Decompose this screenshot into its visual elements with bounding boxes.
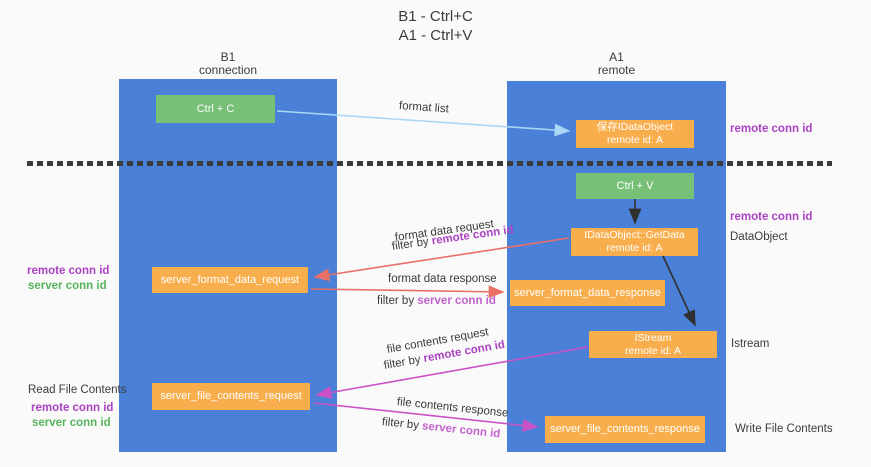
server-file-contents-response-label: server_file_contents_response xyxy=(550,423,700,435)
diagram-title-line1: B1 - Ctrl+C xyxy=(398,8,473,25)
write-file-contents-label: Write File Contents xyxy=(735,423,833,435)
idataobject-getdata-box: IDataObject::GetData remote id: A xyxy=(571,228,698,256)
server-conn-id-inline: server conn id xyxy=(417,295,496,307)
lifeline-a1-type: remote xyxy=(597,63,636,77)
server-file-contents-response-box: server_file_contents_response xyxy=(545,416,705,443)
remote-conn-id-top-label: remote conn id xyxy=(730,123,813,135)
ctrl-v-label: Ctrl + V xyxy=(616,179,654,192)
left-remote-conn-id-2: remote conn id xyxy=(31,402,114,414)
remote-conn-id-mid-label: remote conn id xyxy=(730,211,813,223)
filter-prefix: filter by xyxy=(382,353,425,372)
filter-by-server-conn-label-1: filter by server conn id xyxy=(377,295,496,307)
server-conn-id-inline: server conn id xyxy=(421,420,501,441)
ctrl-c-box: Ctrl + C xyxy=(156,95,275,123)
save-idataobject-line2: remote id: A xyxy=(606,134,664,146)
read-file-contents-label: Read File Contents xyxy=(28,384,127,396)
diagram-title-line2: A1 - Ctrl+V xyxy=(398,27,473,44)
dataobject-label: DataObject xyxy=(730,231,788,243)
lifeline-a1-name: A1 xyxy=(609,50,624,64)
file-contents-response-arrow-label: file contents response xyxy=(396,396,509,420)
ctrl-v-box: Ctrl + V xyxy=(576,173,694,199)
format-list-arrow-label: format list xyxy=(398,100,450,116)
server-format-data-response-box: server_format_data_response xyxy=(510,280,665,306)
filter-prefix: filter by xyxy=(377,295,418,307)
save-idataobject-line1: 保存IDataObject xyxy=(596,121,674,133)
left-remote-conn-id-1: remote conn id xyxy=(27,265,110,277)
left-server-conn-id-2: server conn id xyxy=(32,417,111,429)
lifeline-b1-header: B1 connection xyxy=(119,51,337,77)
filter-by-server-conn-label-2: filter by server conn id xyxy=(381,416,500,440)
lifeline-b1-type: connection xyxy=(198,63,258,77)
format-data-response-arrow-label: format data response xyxy=(388,273,497,285)
ctrl-c-label: Ctrl + C xyxy=(196,102,235,115)
format-data-response-arrow xyxy=(310,285,505,299)
server-format-data-request-box: server_format_data_request xyxy=(152,267,308,293)
server-file-contents-request-label: server_file_contents_request xyxy=(160,390,302,402)
lifeline-b1-name: B1 xyxy=(220,50,236,64)
istream-box: IStream remote id: A xyxy=(589,331,717,358)
lifeline-a1-header: A1 remote xyxy=(507,51,726,77)
left-server-conn-id-1: server conn id xyxy=(28,280,107,292)
filter-prefix: filter by xyxy=(381,416,423,433)
getdata-line2: remote id: A xyxy=(606,242,663,254)
server-file-contents-request-box: server_file_contents_request xyxy=(152,383,310,410)
server-format-data-response-label: server_format_data_response xyxy=(514,286,661,299)
phase-separator-dashed-line xyxy=(27,161,832,166)
save-idataobject-box: 保存IDataObject remote id: A xyxy=(576,120,694,148)
server-format-data-request-label: server_format_data_request xyxy=(160,273,300,286)
istream-line1: IStream xyxy=(634,331,672,344)
getdata-line1: IDataObject::GetData xyxy=(584,229,685,241)
istream-side-label: Istream xyxy=(731,338,770,350)
istream-line2: remote id: A xyxy=(624,344,682,357)
